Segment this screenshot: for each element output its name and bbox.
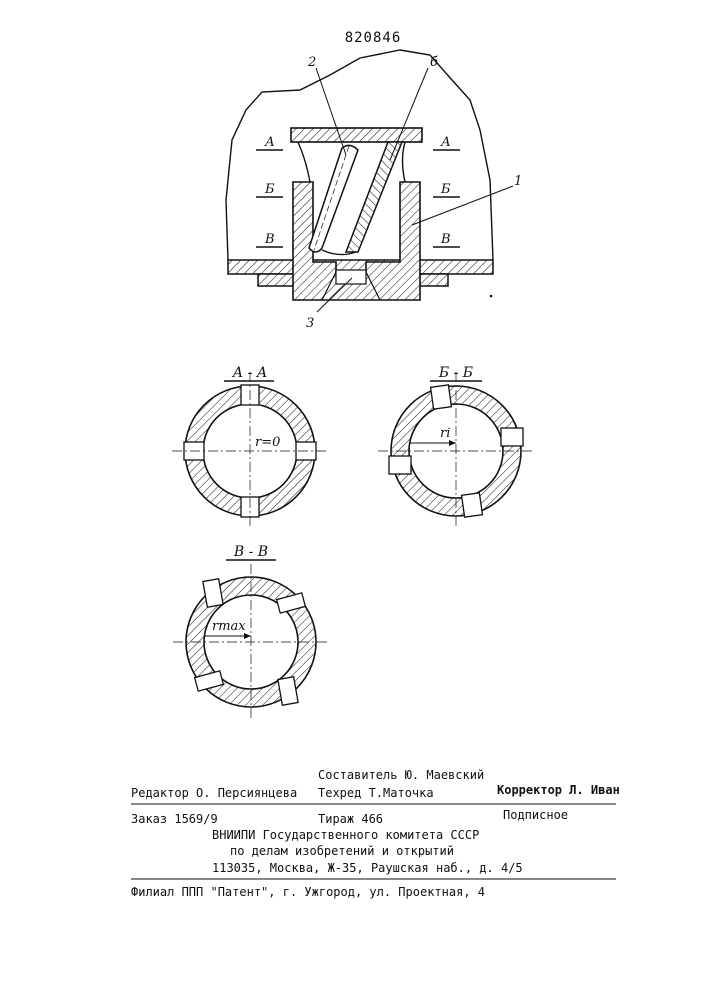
section-v-v: В - В rmax	[173, 544, 329, 720]
footer-circulation: Тираж 466	[318, 812, 383, 826]
level-right-b: Б	[440, 182, 451, 197]
right-guide	[403, 142, 406, 182]
level-left-v: В	[264, 232, 275, 247]
callout-2: 2	[307, 55, 316, 70]
level-right-v: В	[440, 232, 451, 247]
footer-order: Заказ 1569/9	[131, 812, 218, 826]
footer-branch: Филиал ППП "Патент", г. Ужгород, ул. Про…	[131, 885, 485, 899]
callout-b: б	[430, 55, 438, 70]
footer-subscription: Подписное	[503, 808, 568, 822]
section-a-a: А - А r=0	[172, 365, 328, 528]
section-v-title: В - В	[233, 544, 268, 560]
section-v-radius: rmax	[212, 619, 246, 634]
footer-corrector: Корректор Л. Иван	[497, 783, 620, 797]
section-b-radius: ri	[440, 426, 450, 441]
footer-editor: Редактор О. Персиянцева	[131, 786, 297, 800]
footer-org-line1: ВНИИПИ Государственного комитета СССР	[212, 828, 479, 842]
callout-3: 3	[306, 316, 314, 331]
patent-number: 820846	[345, 30, 402, 46]
footer-compiler: Составитель Ю. Маевский	[318, 768, 484, 782]
footer-org-line2: по делам изобретений и открытий	[230, 844, 454, 858]
imprint-footer: Составитель Ю. Маевский Редактор О. Перс…	[131, 768, 620, 899]
level-left-b: Б	[264, 182, 275, 197]
section-a-title: А - А	[232, 365, 268, 381]
footer-org-line3: 113035, Москва, Ж-35, Раушская наб., д. …	[212, 861, 523, 875]
section-b-b: Б - Б ri	[378, 365, 534, 528]
left-guide	[298, 142, 310, 182]
section-b-title: Б - Б	[438, 365, 473, 381]
footer-techred: Техред Т.Маточка	[318, 786, 434, 800]
section-a-radius: r=0	[255, 435, 280, 450]
helical-slot-2	[309, 145, 358, 252]
level-right-a: А	[440, 135, 451, 150]
level-left-a: А	[264, 135, 275, 150]
callout-1: 1	[514, 174, 522, 189]
main-view: А Б В А Б В 2 б 1 3	[226, 50, 522, 331]
bore-opening	[336, 270, 366, 284]
